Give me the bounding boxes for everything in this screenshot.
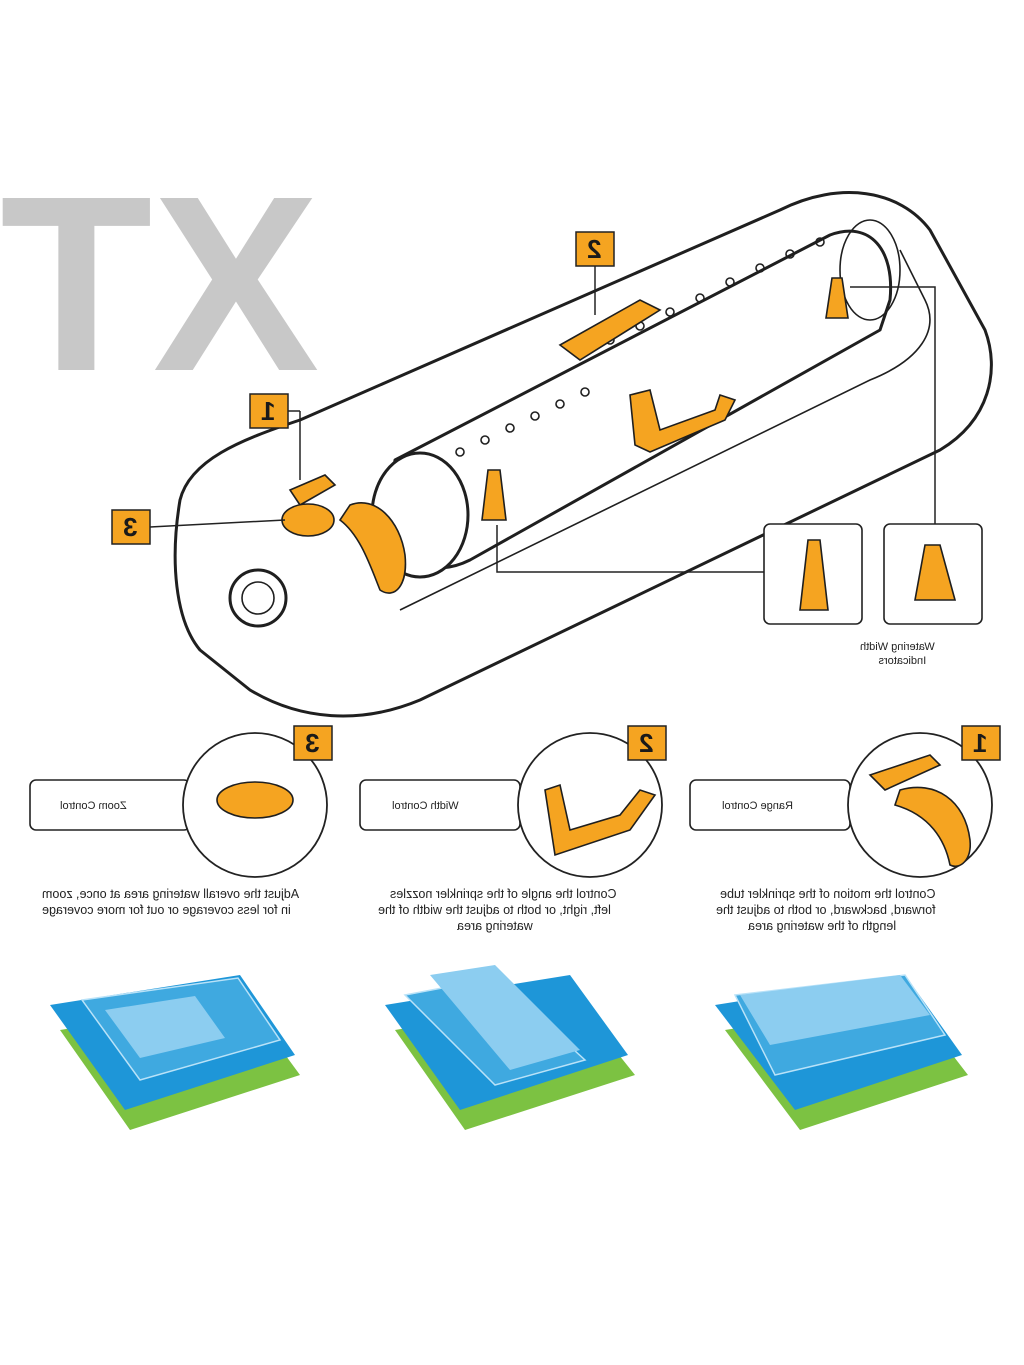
width-number-badge bbox=[627, 725, 667, 761]
svg-text:1: 1 bbox=[261, 396, 275, 426]
width-label: Width Control bbox=[392, 800, 459, 812]
indicator-cone-left bbox=[481, 469, 507, 521]
indicator-cone-detail-right bbox=[914, 544, 957, 601]
range-number-badge bbox=[961, 725, 1001, 761]
control-panel-width: Width Control 2 Control the angle of the… bbox=[359, 725, 667, 933]
svg-text:3: 3 bbox=[123, 512, 137, 542]
zoom-control-knob bbox=[281, 503, 335, 537]
coverage-zoom bbox=[50, 975, 300, 1130]
svg-text:1: 1 bbox=[973, 728, 987, 758]
indicator-callouts: Watering Width Indicators bbox=[496, 286, 983, 667]
range-label: Range Control bbox=[722, 800, 793, 812]
width-desc-line3: watering area bbox=[457, 919, 534, 933]
svg-text:3: 3 bbox=[305, 728, 319, 758]
range-desc-line2: forward, backward, or both to adjust the bbox=[716, 903, 936, 917]
width-desc-line1: Control the angle of the sprinkler nozzl… bbox=[390, 887, 617, 901]
indicator-label-line2: Indicators bbox=[878, 655, 926, 667]
zoom-desc-line2: in for less coverage or out for more cov… bbox=[42, 903, 291, 917]
zoom-desc-line1: Adjust the overall watering area at once… bbox=[42, 887, 299, 901]
control-panel-zoom: Zoom Control 3 Adjust the overall wateri… bbox=[29, 725, 333, 917]
range-desc-line3: length of the watering area bbox=[748, 919, 896, 933]
indicator-label-line1: Watering Width bbox=[860, 641, 935, 653]
range-desc-line1: Control the motion of the sprinkler tube bbox=[720, 887, 935, 901]
sprinkler-illustration bbox=[173, 191, 993, 718]
callout-badge-1: 1 bbox=[249, 393, 301, 480]
range-control-knob bbox=[288, 474, 337, 507]
xt-logo-text: XT bbox=[0, 144, 319, 423]
zoom-detail-knob bbox=[216, 781, 294, 819]
zoom-number-badge bbox=[293, 725, 333, 761]
control-panel-range: Range Control 1 Control the motion of th… bbox=[689, 725, 1001, 933]
range-detail-knob bbox=[868, 754, 942, 791]
callout-badge-3: 3 bbox=[111, 509, 286, 545]
indicator-cone-right bbox=[825, 277, 849, 319]
callout-badge-2: 2 bbox=[575, 231, 615, 315]
width-desc-line2: left, right, or both to adjust the width… bbox=[378, 903, 611, 917]
coverage-range bbox=[715, 974, 968, 1130]
coverage-range-inner bbox=[740, 975, 930, 1045]
range-collar bbox=[338, 502, 407, 594]
sprinkler-base-inner bbox=[399, 249, 931, 611]
width-control-clip bbox=[629, 389, 737, 453]
range-detail-collar bbox=[893, 786, 971, 867]
svg-text:2: 2 bbox=[587, 234, 601, 264]
hose-inlet bbox=[228, 568, 288, 628]
zoom-label: Zoom Control bbox=[60, 800, 127, 812]
hose-inlet-inner bbox=[241, 581, 275, 615]
indicator-cone-detail-left bbox=[799, 539, 829, 611]
coverage-width-inner bbox=[430, 965, 580, 1070]
xt-logo: XT bbox=[0, 144, 319, 423]
width-detail-clip bbox=[544, 783, 657, 857]
coverage-width bbox=[385, 965, 635, 1130]
svg-text:2: 2 bbox=[639, 728, 653, 758]
coverage-zoom-inner bbox=[105, 996, 225, 1058]
tube-far-cap bbox=[839, 219, 901, 321]
top-slider bbox=[558, 299, 662, 361]
